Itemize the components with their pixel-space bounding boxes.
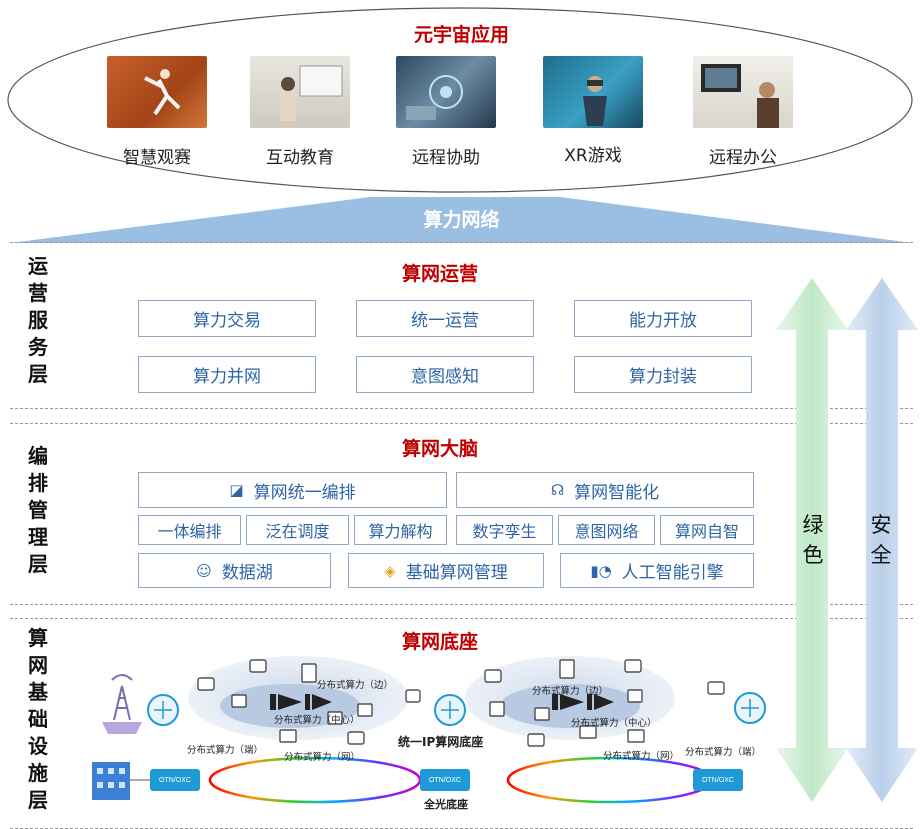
label-edge-right: 分布式算力（边） [532,686,609,697]
box-base-management: ◈基础算网管理 [348,553,544,588]
label-optical-base: 全光底座 [424,798,468,811]
app-label-interactive-education: 互动教育 [266,148,334,168]
brain-icon: ☊ [550,481,565,499]
box-intent-perception: 意图感知 [356,356,534,393]
box-digital-twin: 数字孪生 [456,515,553,545]
label-net-left: 分布式算力（网） [284,752,361,763]
data-lake-icon: ☺ [196,561,212,580]
label-end-left: 分布式算力（端） [187,745,264,756]
box-compute-deconstruction: 算力解构 [354,515,447,545]
infrastructure-diagram [92,656,766,804]
infrastructure-layer-title: 算网底座 [401,631,478,653]
box-integrated-orchestration: 一体编排 [138,515,241,545]
label-center-left: 分布式算力（中心） [274,715,360,726]
orchestration-layer-label: 编排管理层 [28,444,48,576]
otn-node-right: OTN/OXC [693,769,743,791]
chart-icon: ◪ [229,481,244,499]
computing-network-banner [10,197,913,243]
operation-layer-label: 运营服务层 [28,254,48,386]
orchestration-layer [10,423,913,605]
label-end-right: 分布式算力（端） [685,747,762,758]
box-unified-operation: 统一运营 [356,300,534,337]
xr-game-image [543,56,643,128]
box-ai-engine: ▮◔人工智能引擎 [560,553,754,588]
box-compute-grid: 算力并网 [138,356,316,393]
box-compute-packaging: 算力封装 [574,356,752,393]
box-capability-open: 能力开放 [574,300,752,337]
smart-watching-image [107,56,207,128]
side-arrows [776,278,918,802]
layers-icon: ◈ [384,561,396,580]
app-label-xr-game: XR游戏 [564,146,622,166]
remote-office-image [693,56,793,128]
label-ip-base: 统一IP算网底座 [398,735,484,749]
education-image [250,56,350,128]
otn-node-left: OTN/OXC [150,769,200,791]
app-label-smart-watching: 智慧观赛 [123,148,191,168]
ai-engine-icon: ▮◔ [590,561,612,580]
box-compute-trading: 算力交易 [138,300,316,337]
metaverse-title: 元宇宙应用 [413,24,509,46]
box-unified-orchestration: ◪算网统一编排 [138,472,447,508]
security-arrow-label: 安全 [870,513,892,567]
computing-network-label: 算力网络 [423,209,500,231]
app-label-remote-assist: 远程协助 [412,148,480,168]
operation-layer [10,242,913,409]
label-edge-left: 分布式算力（边） [317,680,394,691]
otn-node-center: OTN/OXC [420,769,470,791]
green-arrow-label: 绿色 [802,513,824,567]
app-label-remote-office: 远程办公 [709,148,777,168]
box-ubiquitous-scheduling: 泛在调度 [246,515,349,545]
infrastructure-layer-label: 算网基础设施层 [28,626,48,812]
box-intent-network: 意图网络 [558,515,655,545]
operation-layer-title: 算网运营 [401,263,478,285]
label-center-right: 分布式算力（中心） [571,718,657,729]
box-data-lake: ☺数据湖 [138,553,331,588]
label-net-right: 分布式算力（网） [603,751,680,762]
orchestration-layer-title: 算网大脑 [401,438,478,460]
box-autonomous-network: 算网自智 [660,515,754,545]
remote-assist-image [396,56,496,128]
box-intelligence: ☊算网智能化 [456,472,754,508]
